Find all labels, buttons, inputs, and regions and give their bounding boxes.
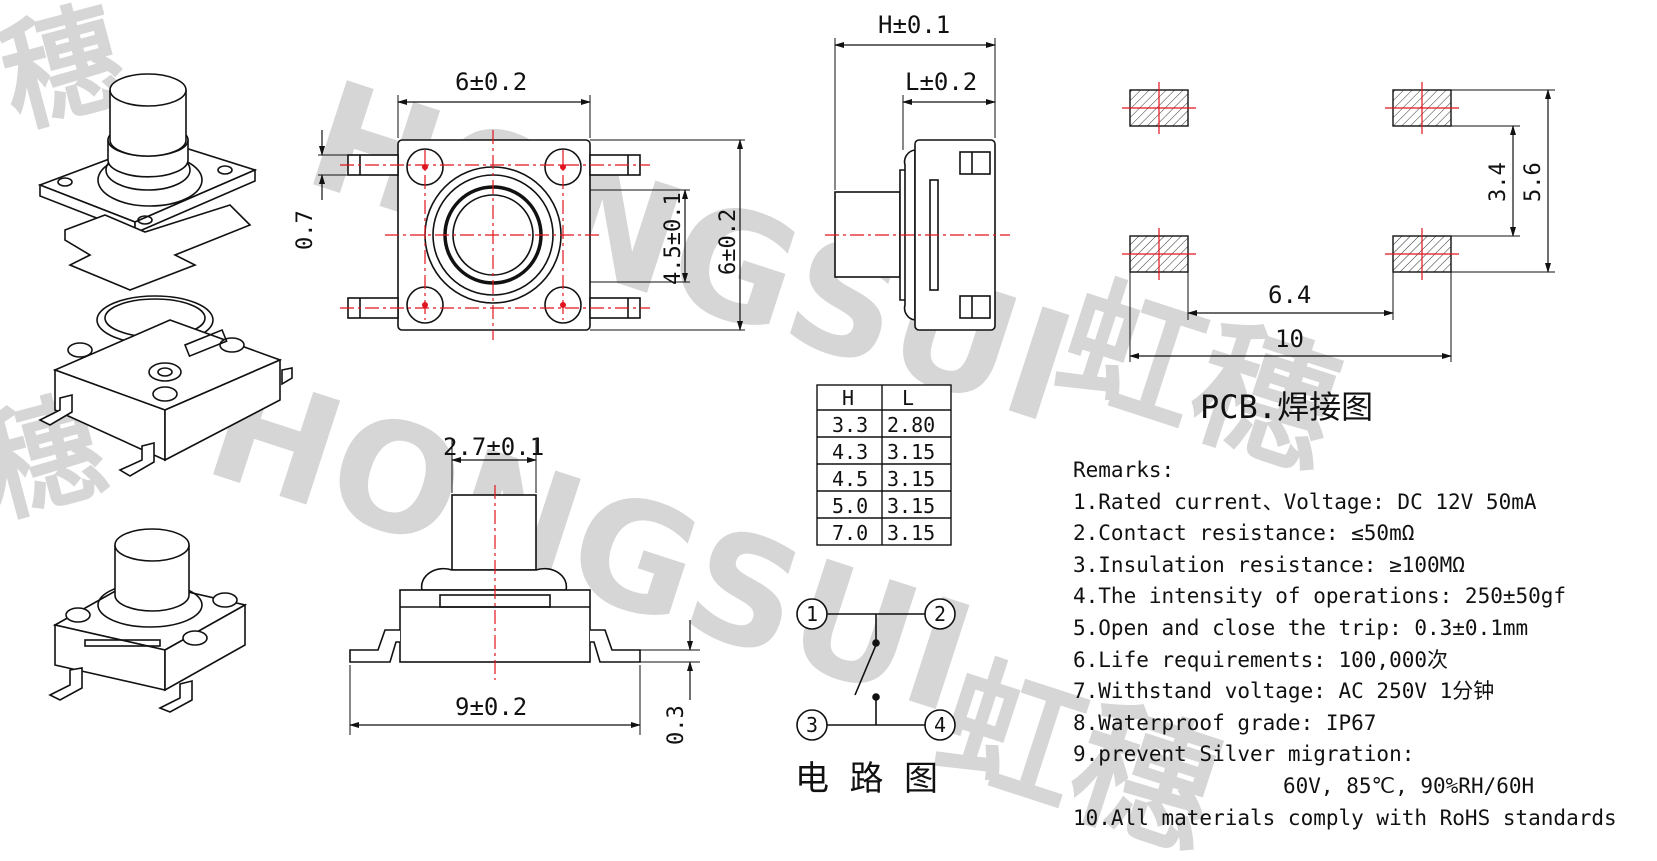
hl-table-cell: 3.15 <box>887 494 935 518</box>
dim-lead-thickness: 0.3 <box>664 705 689 745</box>
remarks-title: Remarks: <box>1073 458 1175 482</box>
top-view <box>318 95 745 340</box>
side-view <box>825 38 1010 331</box>
dim-pin-pitch: 0.7 <box>293 210 318 250</box>
remark-item: 2.Contact resistance: ≤50mΩ <box>1073 521 1415 546</box>
pcb-title: PCB.焊接图 <box>1200 388 1373 426</box>
hl-table-cell: 3.15 <box>887 467 935 491</box>
dim-actuator-width: 2.7±0.1 <box>443 433 544 461</box>
remark-item: 6.Life requirements: 100,000次 <box>1073 647 1449 672</box>
remark-item: 5.Open and close the trip: 0.3±0.1mm <box>1073 615 1529 640</box>
hl-table-cell: 5.0 <box>832 494 868 518</box>
circuit-pin-labels: 1 2 3 4 <box>806 602 946 737</box>
remark-item: 9.prevent Silver migration: <box>1073 742 1415 767</box>
hl-table-header-h: H <box>842 386 854 410</box>
pcb-layout <box>1122 82 1555 362</box>
hl-table-cell: 4.3 <box>832 440 868 464</box>
circuit-pin-3: 3 <box>806 713 818 737</box>
hl-table-text: H L 3.3 2.80 4.3 3.15 4.5 3.15 5.0 3.15 … <box>832 386 935 545</box>
dim-body-width: 9±0.2 <box>455 693 527 721</box>
circuit-diagram <box>796 598 956 741</box>
remark-item: 4.The intensity of operations: 250±50gf <box>1073 584 1567 609</box>
pcb-dim-pitch-y: 3.4 <box>1486 162 1511 202</box>
remark-item-9-detail: 60V, 85℃, 90%RH/60H <box>1283 773 1535 798</box>
pcb-dim-span-x: 10 <box>1275 325 1304 353</box>
remark-item: 1.Rated current、Voltage: DC 12V 50mA <box>1073 489 1537 514</box>
dim-outer-height: 6±0.2 <box>716 209 741 275</box>
hl-table-cell: 3.15 <box>887 440 935 464</box>
dim-side-height: H±0.1 <box>878 11 950 39</box>
remark-item: 10.All materials comply with RoHS standa… <box>1073 805 1617 830</box>
circuit-title: 电 路 图 <box>795 759 938 799</box>
front-view <box>349 440 700 735</box>
hl-table-header-l: L <box>902 386 914 410</box>
pcb-dim-pitch-x: 6.4 <box>1268 281 1311 309</box>
hl-table <box>816 384 952 546</box>
hl-table-cell: 2.80 <box>887 413 935 437</box>
exploded-3d-view <box>37 73 293 477</box>
circuit-pin-4: 4 <box>934 713 946 737</box>
assembled-3d-view <box>48 528 248 713</box>
circuit-pin-2: 2 <box>934 602 946 626</box>
remark-item: 3.Insulation resistance: ≥100MΩ <box>1073 552 1465 577</box>
hl-table-cell: 7.0 <box>832 521 868 545</box>
remarks-section: Remarks: 1.Rated current、Voltage: DC 12V… <box>1073 455 1657 834</box>
remark-item: 8.Waterproof grade: IP67 <box>1073 710 1377 735</box>
hl-table-cell: 3.3 <box>832 413 868 437</box>
hl-table-cell: 4.5 <box>832 467 868 491</box>
dim-side-length: L±0.2 <box>905 68 977 96</box>
remark-item: 7.Withstand voltage: AC 250V 1分钟 <box>1073 679 1495 704</box>
dim-inner-height: 4.5±0.1 <box>661 192 686 285</box>
pcb-dim-span-y: 5.6 <box>1521 162 1546 202</box>
dim-top-width: 6±0.2 <box>455 68 527 96</box>
circuit-pin-1: 1 <box>806 602 818 626</box>
hl-table-cell: 3.15 <box>887 521 935 545</box>
